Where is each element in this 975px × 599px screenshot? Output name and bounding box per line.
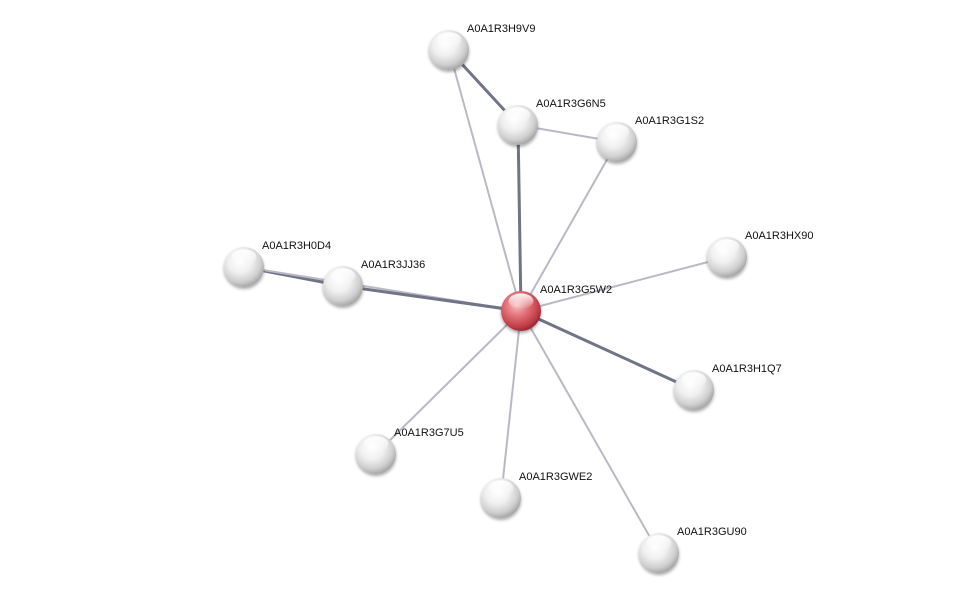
protein-node-a0a1r3g7u5[interactable]: A0A1R3G7U5 — [356, 427, 464, 474]
node-label: A0A1R3G1S2 — [635, 115, 704, 127]
edge-a0a1r3gwe2-a0a1r3g5w2 — [500, 310, 522, 499]
node-highlight — [505, 107, 531, 123]
edge-a0a1r3jj36-a0a1r3g5w2 — [341, 284, 523, 313]
edge-a0a1r3g1s2-a0a1r3g5w2 — [520, 141, 618, 312]
node-highlight — [436, 32, 462, 48]
node-highlight — [231, 249, 257, 265]
protein-node-a0a1r3gu90[interactable]: A0A1R3GU90 — [639, 526, 747, 573]
node-highlight — [681, 372, 707, 388]
query-node-a0a1r3g5w2[interactable]: A0A1R3G5W2 — [501, 284, 612, 331]
node-label: A0A1R3G5W2 — [540, 284, 612, 296]
edge-a0a1r3g6n5-a0a1r3g5w2 — [516, 123, 523, 313]
edge-a0a1r3h9v9-a0a1r3g5w2 — [448, 49, 522, 312]
protein-node-a0a1r3h9v9[interactable]: A0A1R3H9V9 — [429, 23, 536, 70]
node-highlight — [330, 268, 356, 284]
node-highlight — [488, 480, 514, 496]
edge-a0a1r3g7u5-a0a1r3g5w2 — [375, 310, 522, 455]
node-label: A0A1R3JJ36 — [361, 259, 425, 271]
node-highlight — [646, 535, 672, 551]
protein-node-a0a1r3g6n5[interactable]: A0A1R3G6N5 — [498, 98, 606, 145]
protein-node-a0a1r3jj36[interactable]: A0A1R3JJ36 — [323, 259, 425, 306]
node-highlight — [714, 239, 740, 255]
nodes-layer: A0A1R3G5W2 A0A1R3H9V9A0A1R3G6N5A0A1R3G1S2… — [224, 23, 814, 573]
edges-layer — [242, 48, 728, 554]
node-label: A0A1R3H1Q7 — [712, 363, 782, 375]
node-label: A0A1R3G6N5 — [536, 98, 606, 110]
node-label: A0A1R3H9V9 — [467, 23, 536, 35]
node-label: A0A1R3GU90 — [677, 526, 747, 538]
protein-node-a0a1r3h1q7[interactable]: A0A1R3H1Q7 — [674, 363, 782, 410]
protein-node-a0a1r3g1s2[interactable]: A0A1R3G1S2 — [597, 115, 704, 162]
node-highlight — [508, 293, 534, 309]
node-highlight — [604, 124, 630, 140]
edge-a0a1r3h1q7-a0a1r3g5w2 — [519, 309, 696, 392]
edge-a0a1r3hx90-a0a1r3g5w2 — [520, 256, 728, 312]
protein-node-a0a1r3hx90[interactable]: A0A1R3HX90 — [707, 230, 814, 277]
edge-a0a1r3gu90-a0a1r3g5w2 — [520, 310, 660, 554]
node-label: A0A1R3HX90 — [745, 230, 814, 242]
protein-node-a0a1r3h0d4[interactable]: A0A1R3H0D4 — [224, 240, 331, 287]
node-label: A0A1R3G7U5 — [394, 427, 464, 439]
protein-node-a0a1r3gwe2[interactable]: A0A1R3GWE2 — [481, 471, 592, 518]
node-highlight — [363, 436, 389, 452]
node-label: A0A1R3GWE2 — [519, 471, 592, 483]
node-label: A0A1R3H0D4 — [262, 240, 331, 252]
